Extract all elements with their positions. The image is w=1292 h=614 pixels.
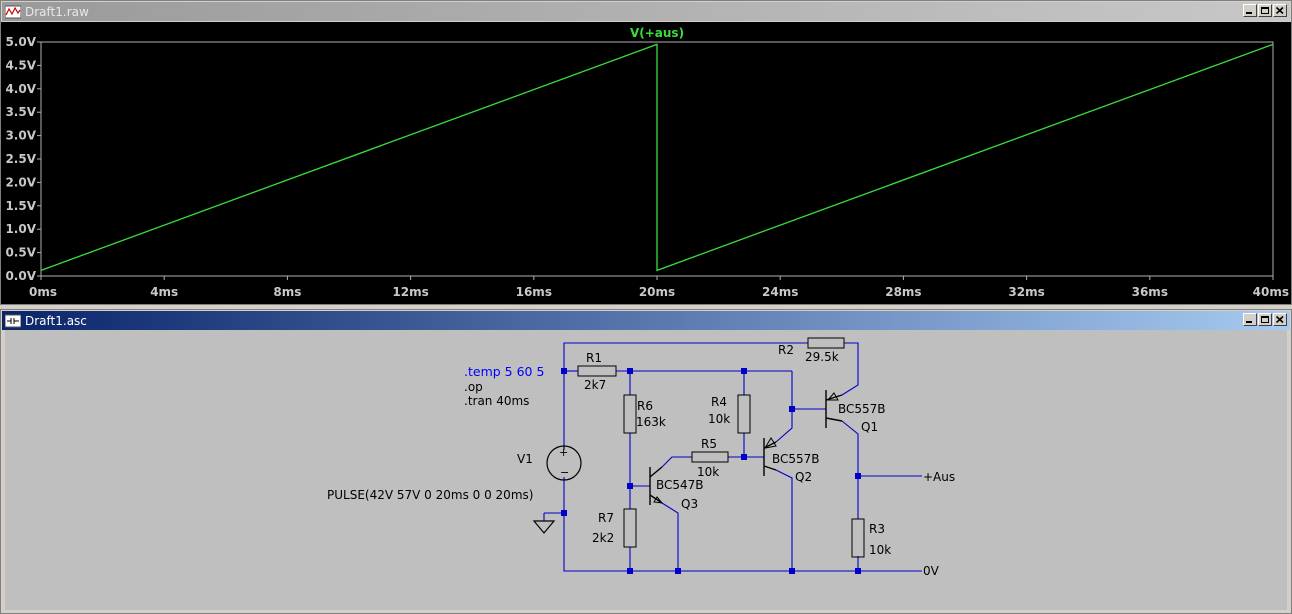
r5-name[interactable]: R5 — [701, 437, 717, 451]
transistor-arrows — [653, 392, 839, 504]
restore-button[interactable] — [1258, 4, 1272, 17]
y-tick-label: 1.0V — [5, 222, 36, 236]
x-tick-label: 16ms — [516, 285, 552, 299]
trace-label[interactable]: V(+aus) — [630, 26, 684, 40]
ground-icon — [532, 520, 556, 534]
q3-name[interactable]: Q3 — [681, 497, 698, 511]
svg-text:+: + — [559, 446, 568, 459]
x-tick-label: 24ms — [762, 285, 798, 299]
x-tick-label: 8ms — [273, 285, 301, 299]
waveform-window-title: Draft1.raw — [25, 4, 89, 19]
wires — [543, 342, 922, 572]
plot-pane[interactable]: V(+aus) 5.0V 4.5V 4.0V 3.5V 3.0V 2.5V 2.0V 1.5V… — [1, 22, 1291, 304]
v1-name[interactable]: V1 — [517, 452, 533, 466]
q1-name[interactable]: Q1 — [861, 420, 878, 434]
y-tick-label: 5.0V — [5, 35, 36, 49]
close-button[interactable] — [1273, 313, 1287, 326]
x-tick-label: 32ms — [1008, 285, 1044, 299]
y-tick-label: 0.0V — [5, 269, 36, 283]
schematic-drawing[interactable]: + − .temp 5 60 5 .op .tran 40ms V1 — [5, 330, 1287, 610]
r7-value[interactable]: 2k2 — [592, 531, 614, 545]
y-tick-label: 2.5V — [5, 152, 36, 166]
y-tick-label: 3.5V — [5, 105, 36, 119]
directive-tran[interactable]: .tran 40ms — [464, 394, 529, 408]
schematic-titlebar[interactable]: Draft1.asc — [2, 311, 1290, 330]
x-tick-label: 12ms — [392, 285, 428, 299]
r6-name[interactable]: R6 — [637, 399, 653, 413]
directive-temp[interactable]: .temp 5 60 5 — [464, 364, 544, 379]
close-button[interactable] — [1273, 4, 1287, 17]
resistor-bodies — [577, 337, 865, 558]
r5-value[interactable]: 10k — [697, 465, 719, 479]
y-tick-label: 1.5V — [5, 199, 36, 213]
voltage-source-v1[interactable]: + − — [546, 445, 582, 481]
waveform-plot[interactable]: V(+aus) 5.0V 4.5V 4.0V 3.5V 3.0V 2.5V 2.0V 1.5V… — [1, 22, 1291, 304]
q2-name[interactable]: Q2 — [795, 470, 812, 484]
minimize-button[interactable] — [1243, 4, 1257, 17]
directive-op[interactable]: .op — [464, 380, 483, 394]
restore-button[interactable] — [1258, 313, 1272, 326]
waveform-window: Draft1.raw V(+aus) 5.0V 4.5V 4.0V 3.5V 3.0V 2… — [0, 0, 1292, 305]
schematic-window-title: Draft1.asc — [25, 313, 87, 328]
x-tick-label: 40ms — [1253, 285, 1289, 299]
r1-name[interactable]: R1 — [586, 351, 602, 365]
net-label-aus[interactable]: +Aus — [923, 470, 955, 484]
junction-dots — [561, 368, 861, 574]
schematic-canvas[interactable]: + − .temp 5 60 5 .op .tran 40ms V1 — [5, 330, 1287, 610]
net-label-gnd[interactable]: 0V — [923, 564, 940, 578]
schematic-app-icon — [5, 314, 21, 327]
trace-v-aus[interactable] — [40, 43, 1274, 272]
r1-value[interactable]: 2k7 — [584, 378, 606, 392]
r7-name[interactable]: R7 — [598, 511, 614, 525]
y-tick-label: 4.0V — [5, 82, 36, 96]
r4-value[interactable]: 10k — [708, 412, 730, 426]
r6-value[interactable]: 163k — [636, 415, 666, 429]
q3-model[interactable]: BC547B — [656, 478, 704, 492]
y-tick-label: 0.5V — [5, 246, 36, 260]
r2-value[interactable]: 29.5k — [805, 350, 839, 364]
waveform-app-icon — [5, 5, 21, 18]
x-tick-label: 0ms — [29, 285, 57, 299]
r3-value[interactable]: 10k — [869, 543, 891, 557]
r2-name[interactable]: R2 — [778, 343, 794, 357]
r3-name[interactable]: R3 — [869, 522, 885, 536]
x-tick-label: 36ms — [1132, 285, 1168, 299]
waveform-titlebar[interactable]: Draft1.raw — [2, 2, 1290, 21]
v1-value[interactable]: PULSE(42V 57V 0 20ms 0 0 20ms) — [327, 488, 533, 502]
y-tick-label: 2.0V — [5, 175, 36, 189]
x-tick-label: 28ms — [885, 285, 921, 299]
y-tick-label: 3.0V — [5, 129, 36, 143]
y-tick-label: 4.5V — [5, 58, 36, 72]
x-tick-label: 4ms — [150, 285, 178, 299]
q1-model[interactable]: BC557B — [838, 402, 886, 416]
minimize-button[interactable] — [1243, 313, 1257, 326]
r4-name[interactable]: R4 — [711, 395, 727, 409]
x-tick-label: 20ms — [639, 285, 675, 299]
svg-text:−: − — [560, 466, 569, 479]
q2-model[interactable]: BC557B — [772, 452, 820, 466]
